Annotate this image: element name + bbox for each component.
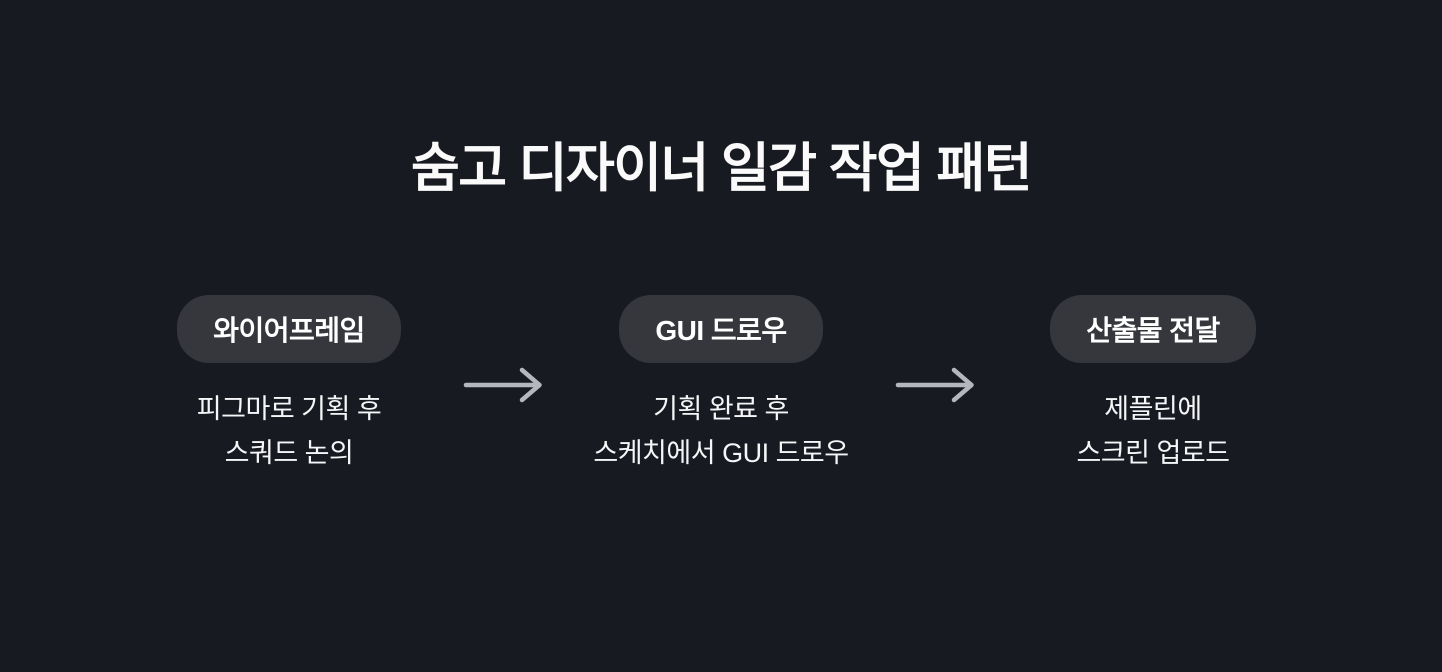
step-description: 제플린에 스크린 업로드 <box>1076 387 1230 475</box>
page-title: 숨고 디자이너 일감 작업 패턴 <box>410 139 1033 198</box>
workflow-diagram: 와이어프레임 피그마로 기획 후 스쿼드 논의 GUI 드로우 기획 완료 후 … <box>0 295 1442 475</box>
step-label-pill: 와이어프레임 <box>177 295 401 363</box>
step-label-pill: 산출물 전달 <box>1050 295 1256 363</box>
step-wireframe: 와이어프레임 피그마로 기획 후 스쿼드 논의 <box>119 295 459 475</box>
step-label-pill: GUI 드로우 <box>619 295 823 363</box>
step-description-line: 스케치에서 GUI 드로우 <box>593 438 849 468</box>
arrow-right-icon <box>891 366 983 404</box>
step-gui-draw: GUI 드로우 기획 완료 후 스케치에서 GUI 드로우 <box>551 295 891 475</box>
arrow-right-icon <box>459 366 551 404</box>
step-description-line: 스크린 업로드 <box>1076 438 1230 468</box>
step-description-line: 기획 완료 후 <box>653 394 789 424</box>
step-description-line: 피그마로 기획 후 <box>196 394 382 424</box>
step-description: 피그마로 기획 후 스쿼드 논의 <box>196 387 382 475</box>
step-description-line: 스쿼드 논의 <box>224 438 354 468</box>
step-description: 기획 완료 후 스케치에서 GUI 드로우 <box>593 387 849 475</box>
step-description-line: 제플린에 <box>1104 394 1202 424</box>
step-deliverables: 산출물 전달 제플린에 스크린 업로드 <box>983 295 1323 475</box>
